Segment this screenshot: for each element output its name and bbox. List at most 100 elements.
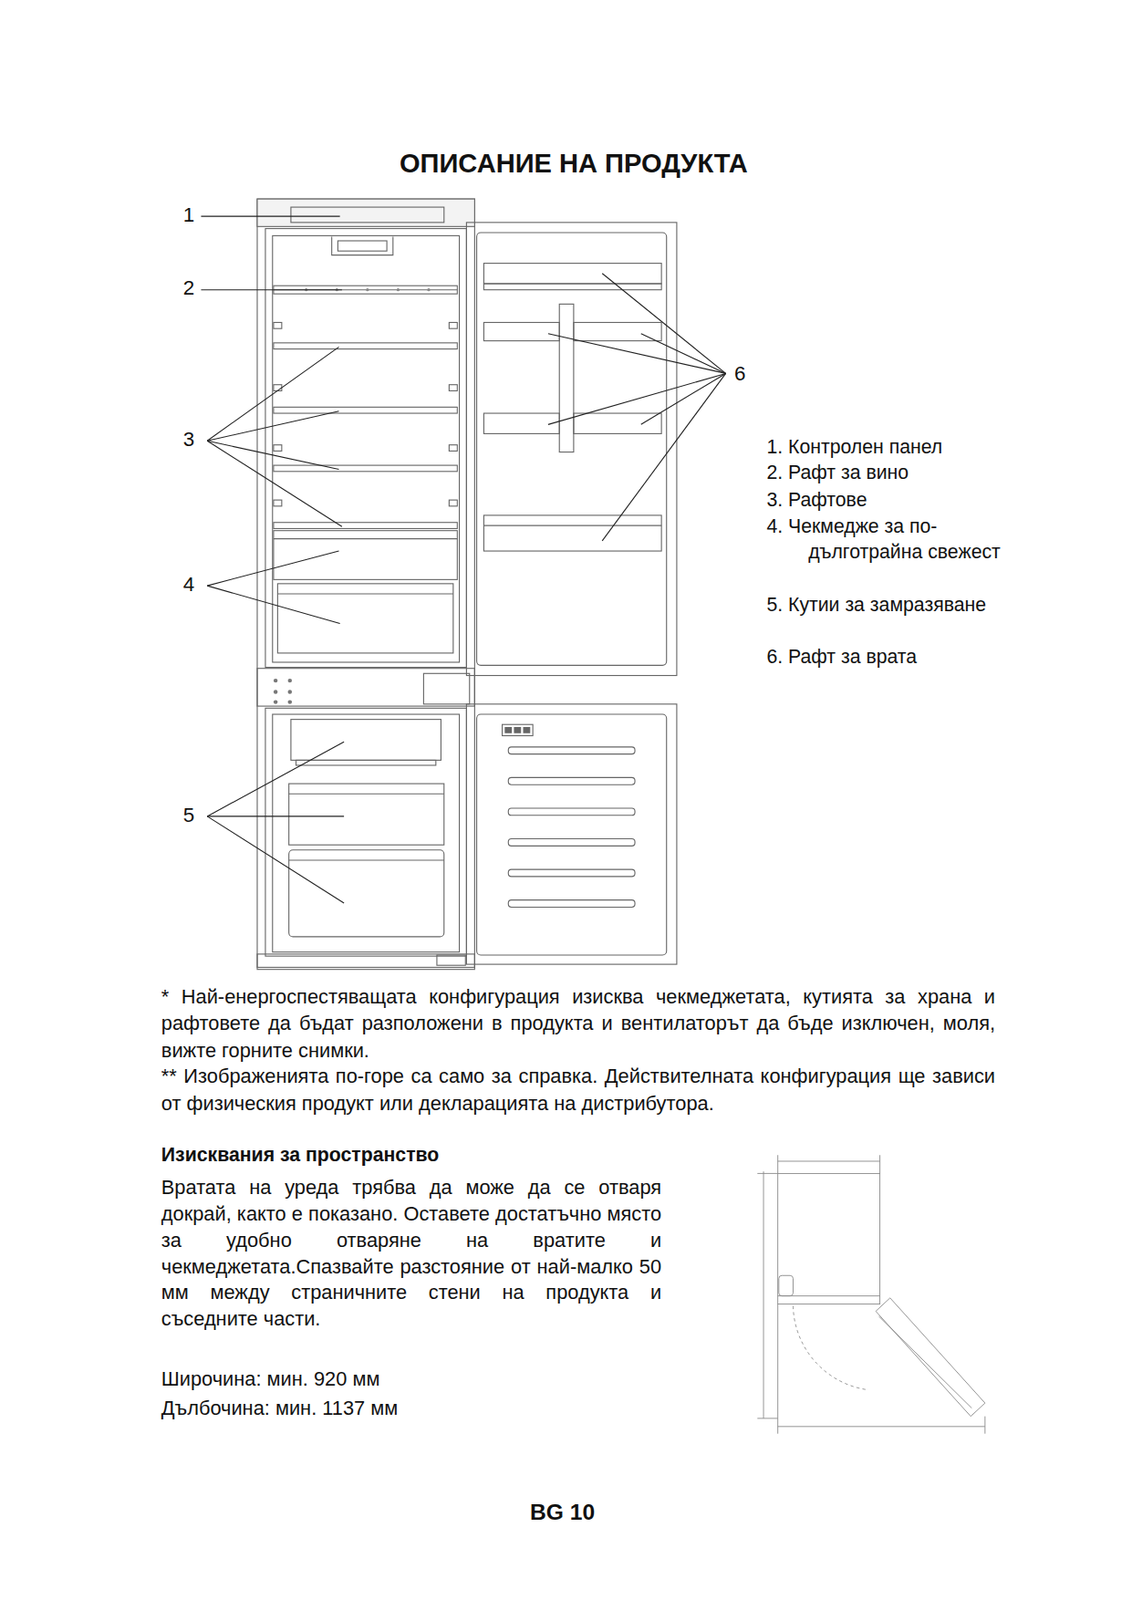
leader-lines — [207, 550, 339, 586]
clearance-drawing — [757, 1173, 778, 1174]
fridge-body — [273, 445, 282, 452]
note-text: ** Изображенията по-горе са само за спра… — [161, 1062, 996, 1118]
control-dots — [288, 678, 292, 683]
leader-lines — [207, 816, 344, 904]
leader-lines — [207, 440, 343, 527]
clearance-drawing — [757, 1154, 986, 1434]
wine-rack-dots — [396, 288, 400, 291]
fridge-body — [448, 321, 457, 329]
section-heading: Изисквания за пространство — [161, 1142, 652, 1169]
fridge-body — [289, 793, 445, 795]
leader-lines — [207, 346, 339, 441]
freezer-door — [514, 727, 521, 734]
callout-number: 2 — [180, 276, 198, 302]
fridge-door — [483, 321, 560, 341]
fridge-door — [559, 303, 574, 452]
clearance-drawing — [778, 1425, 986, 1427]
fridge-door — [483, 283, 662, 291]
page-number: BG 10 — [499, 1497, 625, 1527]
clearance-drawing — [757, 1417, 778, 1419]
callout-number: 6 — [731, 362, 748, 387]
freezer-door — [502, 724, 534, 736]
body-text: Вратата на уреда трябва да може да се от… — [161, 1174, 662, 1333]
freezer-door — [508, 808, 635, 816]
freezer-door — [508, 869, 635, 877]
clearance-drawing — [777, 1154, 779, 1174]
clearance-drawing — [875, 1298, 986, 1417]
fridge-body — [290, 719, 441, 761]
leader-lines — [200, 289, 342, 291]
fridge-body — [448, 499, 457, 507]
control-dots — [273, 699, 278, 704]
legend-item: 4. Чекмедже за по- дълготрайна свежест — [766, 513, 1001, 566]
callout-number: 3 — [180, 427, 198, 453]
fridge-body — [296, 759, 437, 766]
fridge-body — [273, 499, 282, 507]
fridge-door — [466, 222, 677, 676]
fridge-door — [483, 515, 662, 551]
fridge-body — [257, 198, 475, 970]
leader-lines — [602, 273, 726, 374]
fridge-body — [265, 707, 467, 956]
fridge-body — [273, 384, 282, 392]
fridge-body — [272, 714, 460, 953]
fridge-body — [257, 198, 475, 970]
leader-lines — [548, 333, 727, 374]
legend-item: 5. Кутии за замразяване — [766, 591, 1001, 619]
clearance-drawing — [763, 1171, 765, 1419]
fridge-body — [273, 321, 282, 329]
fridge-body — [448, 384, 457, 392]
fridge-body — [257, 198, 475, 227]
fridge-body — [289, 859, 445, 861]
fridge-body — [436, 955, 466, 966]
fridge-body — [265, 228, 467, 668]
leader-lines — [207, 440, 339, 469]
wine-rack-dots — [426, 288, 430, 291]
fridge-body — [277, 592, 453, 594]
fridge-body — [272, 235, 460, 663]
control-dots — [273, 678, 292, 705]
freezer-door — [466, 704, 677, 965]
legend-item: 3. Рафтове — [766, 487, 1012, 514]
leader-lines — [200, 216, 340, 218]
freezer-door — [508, 777, 635, 785]
fridge-body — [273, 530, 457, 581]
leader-lines — [641, 333, 727, 374]
fridge-body — [273, 522, 457, 530]
fridge-body — [332, 237, 394, 256]
fridge-body — [273, 406, 457, 414]
freezer-door — [477, 714, 667, 956]
leader-lines — [207, 741, 344, 817]
fridge-body — [448, 445, 457, 452]
callout-number: 5 — [180, 803, 198, 829]
control-dots — [273, 678, 278, 683]
leader-lines — [207, 585, 340, 624]
fridge-body — [289, 783, 445, 845]
control-dots — [288, 699, 292, 704]
fridge-door — [466, 222, 677, 676]
clearance-drawing — [878, 1316, 972, 1409]
leader-lines — [548, 373, 727, 425]
leader-lines — [602, 373, 726, 541]
leader-lines — [207, 411, 339, 441]
legend-item: 6. Рафт за врата — [766, 643, 1012, 671]
fridge-body — [423, 673, 469, 705]
page-title: ОПИСАНИЕ НА ПРОДУКТА — [267, 147, 880, 181]
legend-item: 2. Рафт за вино — [766, 459, 1012, 487]
fridge-body — [277, 583, 453, 654]
leader-lines — [641, 373, 727, 425]
fridge-body — [273, 538, 457, 540]
clearance-drawing — [778, 1160, 881, 1162]
clearance-drawing — [778, 1275, 794, 1296]
legend-item: 1. Контролен панел — [766, 434, 1012, 461]
freezer-door — [508, 747, 635, 755]
clearance-drawing — [777, 1304, 779, 1434]
wine-rack-dots — [365, 288, 369, 291]
fridge-door — [483, 413, 560, 434]
leader-lines — [200, 216, 726, 904]
freezer-door — [508, 900, 635, 908]
fridge-body — [257, 954, 475, 968]
dimension-text: Дълбочина: мин. 1137 мм — [161, 1395, 571, 1423]
freezer-door — [508, 839, 635, 847]
clearance-drawing — [778, 1295, 881, 1297]
